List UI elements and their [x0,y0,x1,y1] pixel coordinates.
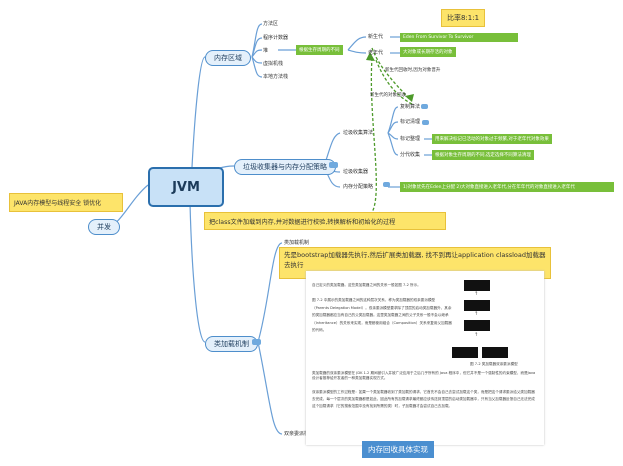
note-icon[interactable] [421,104,428,109]
topic-classloading[interactable]: 类加载机制 [205,336,258,352]
memory-reclaim-implementation[interactable]: 内存回收具体实现 [362,441,434,458]
loader-extension [464,300,490,311]
loader-arrow: ↑ [474,291,479,297]
loader-user [482,347,508,358]
note-icon[interactable] [329,162,338,168]
loader-arrow: ↑ [474,332,479,338]
leaf-program-counter: 程序计数器 [263,35,289,41]
loader-user [452,347,478,358]
leaf-algo-mark-sweep: 标记清理 [400,119,421,125]
topic-memory-area[interactable]: 内存区域 [205,50,251,66]
leaf-gc-collectors: 垃圾收集器 [343,169,369,175]
leaf-method-area: 方法区 [263,21,279,27]
doc-paragraph-2: 图 7-2 中展示的类加载器之间的这种层次关系，称为类加载器的双亲委派模型（Pa… [312,298,452,332]
doc-paragraph-1: 自己定义的类加载器。这些类加载器之间的关系一般如图 7-2 所示。 [312,283,421,287]
leaf-young-gen: 新生代 [368,34,384,40]
leaf-alloc-strategy: 内存分配策略 [343,184,374,190]
allocation-note: 1)对象优先在Eden上分配 2)大对象直接进入老年代,分在年年代的对象直接进入… [400,182,614,192]
young-gen-regions: Eden From Survivor To Survivor [400,33,518,42]
central-topic[interactable]: JVM [148,167,224,207]
note-icon[interactable] [383,182,390,187]
leaf-parent-delegation: 双亲委派模型 [284,431,315,437]
topic-gc-strategy[interactable]: 垃圾收集器与内存分配策略 [234,159,336,175]
old-gen-promotion-note: 新生代回收时,因为对象晋升 [385,68,441,73]
leaf-heap: 堆 [263,48,269,54]
generational-note: 根据对象生存周期的不同,选定选择不同算法清理 [432,150,534,160]
mark-compact-note: 用来解决标记已活动的对象过于频繁,对于老年代对象效果 [432,134,552,144]
leaf-vm-stack: 虚拟机栈 [263,61,284,67]
book-excerpt: 自己定义的类加载器。这些类加载器之间的关系一般如图 7-2 所示。 图 7-2 … [306,271,544,445]
heap-lifecycle-note: 根据生存周期的不同 [296,45,343,55]
doc-figure-caption: 图 7-2 类加载器双亲委派模型 [470,362,518,366]
young-gen-collection-label: 新生代的对象回收 [370,93,406,98]
leaf-gc-algorithms: 垃圾收集算法 [343,130,374,136]
leaf-old-gen: 老年代 [368,50,384,56]
concurrency-note: JAVA内存模型与线程安全 锁优化 [9,193,123,212]
leaf-native-stack: 本地方法栈 [263,74,289,80]
loader-bootstrap [464,280,490,291]
ratio-bubble: 比率8:1:1 [441,9,485,27]
note-icon[interactable] [422,120,429,125]
leaf-classload-mechanism: 类加载机制 [284,240,310,246]
classload-definition-note: 把class文件加载到内存,并对数据进行校验,转换解析和初始化的过程 [204,212,446,230]
doc-paragraph-4: 双亲委派模型的工作过程是：如果一个类加载器收到了类加载的请求，它首先不会自己去尝… [312,390,535,408]
leaf-algo-copy: 复制算法 [400,104,421,110]
doc-paragraph-3: 类加载器的双亲委派模型在 JDK 1.2 期间被引入并被广泛应用于之后几乎所有的… [312,371,536,380]
loader-application [464,320,490,331]
note-icon[interactable] [252,339,261,345]
leaf-algo-mark-compact: 标记整理 [400,136,421,142]
old-gen-objects: 大对象或长期存活的对象 [400,47,456,57]
topic-concurrency[interactable]: 并发 [88,219,120,235]
leaf-algo-generational: 分代收集 [400,152,421,158]
loader-arrow: ↑ [474,311,479,317]
